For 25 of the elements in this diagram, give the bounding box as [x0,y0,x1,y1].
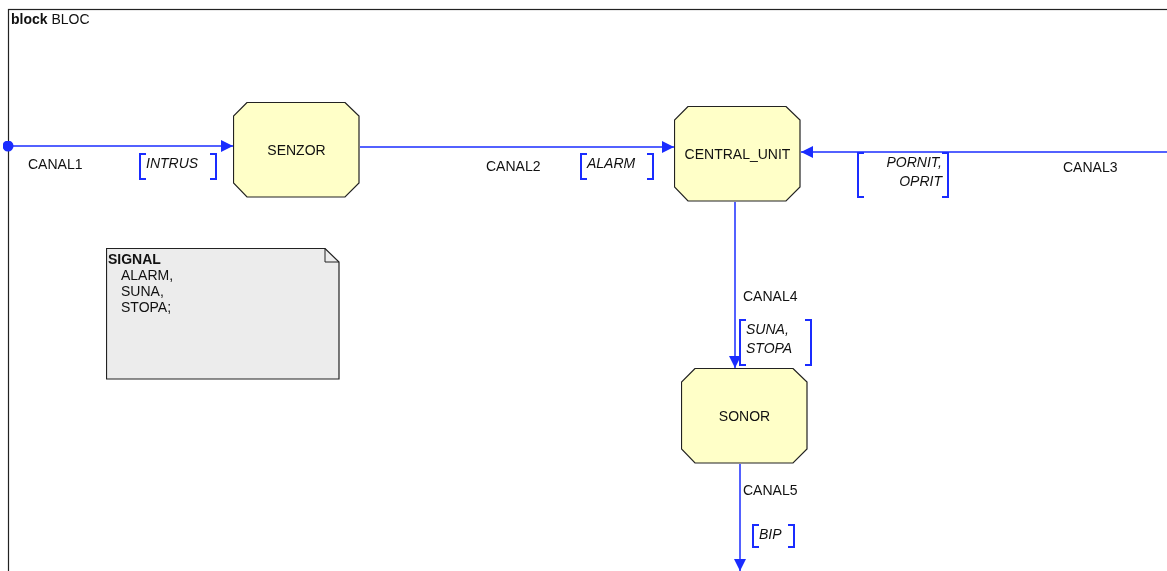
note-text: ALARM, SUNA, STOPA; [121,267,175,315]
signal-route [2,140,234,152]
edge-label: CANAL4 [743,288,798,304]
note-heading: SIGNAL [108,251,161,267]
block-name: SONOR [718,408,771,424]
frame-title: block BLOC [11,11,90,27]
edge-label: CANAL1 [28,156,83,172]
signal-list: INTRUS [139,153,217,180]
signal-list: ALARM [580,153,654,180]
signal-route [729,201,741,369]
process-block [681,368,808,464]
edge-label: CANAL2 [486,158,541,174]
signal-route [800,146,1167,158]
process-block [233,102,360,198]
signal-route [734,463,746,571]
signal-list: PORNIT, OPRIT [857,152,949,198]
signal-list: SUNA, STOPA [739,319,812,366]
block-name: SENZOR [267,142,326,158]
note-box [106,248,340,380]
edge-label: CANAL3 [1063,159,1118,175]
edge-label: CANAL5 [743,482,798,498]
process-block [674,106,801,202]
block-name: CENTRAL_UNIT [684,146,791,162]
signal-route [359,141,675,153]
signal-list: BIP [752,524,795,548]
